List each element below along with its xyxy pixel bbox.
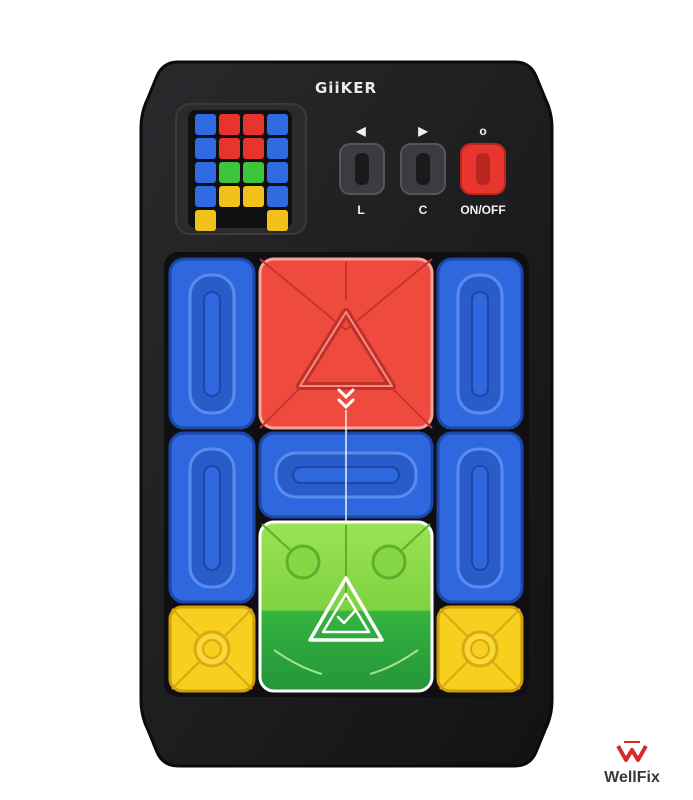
- red-tile[interactable]: [258, 257, 434, 430]
- mini-display-cell: [195, 162, 216, 183]
- mini-display-cell: [243, 162, 264, 183]
- left-arrow-icon: ◀: [355, 124, 366, 138]
- watermark-text: WellFix: [604, 769, 660, 786]
- mini-display-cell: [267, 162, 288, 183]
- right-arrow-icon: ▶: [417, 124, 428, 138]
- watermark: WellFix: [604, 741, 660, 786]
- mini-display-cell: [243, 186, 264, 207]
- green-tile[interactable]: [258, 520, 434, 693]
- mini-display: [175, 103, 307, 235]
- mini-display-cell: [195, 138, 216, 159]
- mini-display-cell: [219, 186, 240, 207]
- power-indicator-icon: o: [479, 124, 486, 138]
- blue-tile-top-left[interactable]: [168, 257, 256, 430]
- mini-display-cell: [267, 114, 288, 135]
- blue-tile-top-right[interactable]: [436, 257, 524, 430]
- mini-display-cell: [243, 114, 264, 135]
- power-button-slot: [476, 153, 490, 185]
- mini-display-cell: [243, 138, 264, 159]
- mini-display-cell: [267, 210, 288, 231]
- center-button-label: C: [419, 203, 428, 217]
- watermark-logo-icon: [616, 741, 648, 762]
- yellow-tile-right[interactable]: [436, 605, 524, 693]
- left-button-group: ◀ L: [339, 124, 385, 217]
- mini-display-cell: [267, 186, 288, 207]
- mini-display-cell: [195, 114, 216, 135]
- power-button-group: o ON/OFF: [460, 124, 506, 217]
- yellow-tile-left[interactable]: [168, 605, 256, 693]
- blue-tile-bottom-right[interactable]: [436, 431, 524, 604]
- mini-display-cell: [219, 114, 240, 135]
- brand-logo: GiiKER: [315, 79, 377, 97]
- mini-display-cell: [195, 186, 216, 207]
- mini-display-grid: [195, 114, 288, 231]
- center-button-group: ▶ C: [400, 124, 446, 217]
- control-buttons: ◀ L ▶ C o ON/OFF: [339, 124, 506, 217]
- puzzle-board: [164, 252, 529, 697]
- check-triangle-icon: [308, 576, 384, 642]
- mini-display-cell: [267, 138, 288, 159]
- left-button-slot: [355, 153, 369, 185]
- chevron-down-icon: [337, 388, 355, 410]
- mini-display-cell: [219, 162, 240, 183]
- blue-tile-bottom-left[interactable]: [168, 431, 256, 604]
- center-button-slot: [416, 153, 430, 185]
- mini-display-cell: [195, 210, 216, 231]
- power-button-label: ON/OFF: [460, 203, 505, 217]
- mini-display-cell: [219, 138, 240, 159]
- left-button-label: L: [357, 203, 364, 217]
